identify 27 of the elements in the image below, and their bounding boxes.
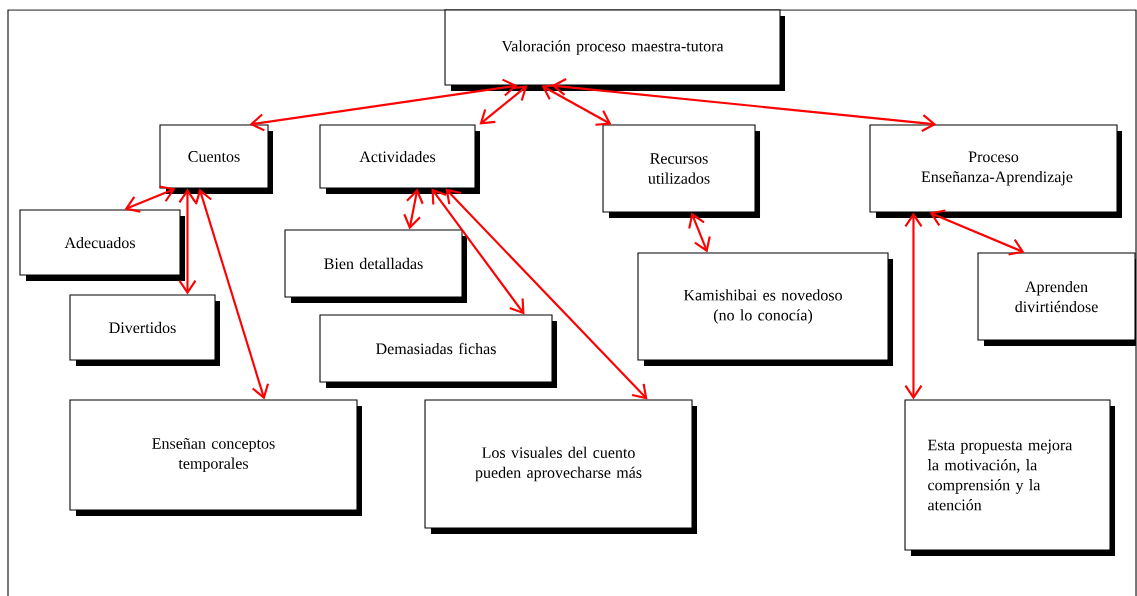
text-box: Recursos utilizados <box>602 124 760 218</box>
arrow <box>904 212 923 400</box>
arrow <box>403 188 424 230</box>
arrow <box>551 78 937 132</box>
arrow <box>541 84 612 126</box>
text-box: Kamishibai es novedoso (no lo conocía) <box>637 252 893 366</box>
text-box: Cuentos <box>159 124 273 194</box>
arrow <box>688 212 711 253</box>
text-box: Actividades <box>319 124 480 194</box>
arrow <box>194 188 270 400</box>
text-box: Demasiadas fichas <box>319 314 557 388</box>
text-box: Bien detalladas <box>284 229 467 303</box>
text-box: Valoración proceso maestra-tutora <box>444 9 785 91</box>
arrow <box>929 209 1025 256</box>
text-box: Enseñan conceptos temporales <box>69 399 362 516</box>
text-box: Proceso Enseñanza-Aprendizaje <box>869 124 1122 218</box>
text-box: Aprenden divirtiéndose <box>977 252 1136 346</box>
arrow <box>431 188 525 315</box>
text-box: Los visuales del cuento pueden aprovecharse más <box>424 399 697 534</box>
arrow <box>479 85 528 125</box>
arrow <box>249 78 518 132</box>
arrow <box>445 188 648 400</box>
arrow <box>124 185 176 213</box>
text-box: Adecuados <box>19 209 185 281</box>
text-box: Divertidos <box>69 294 220 366</box>
text-box: Esta propuesta mejora la motivación, la comprensión y la atención <box>904 399 1115 556</box>
arrow <box>178 188 197 295</box>
